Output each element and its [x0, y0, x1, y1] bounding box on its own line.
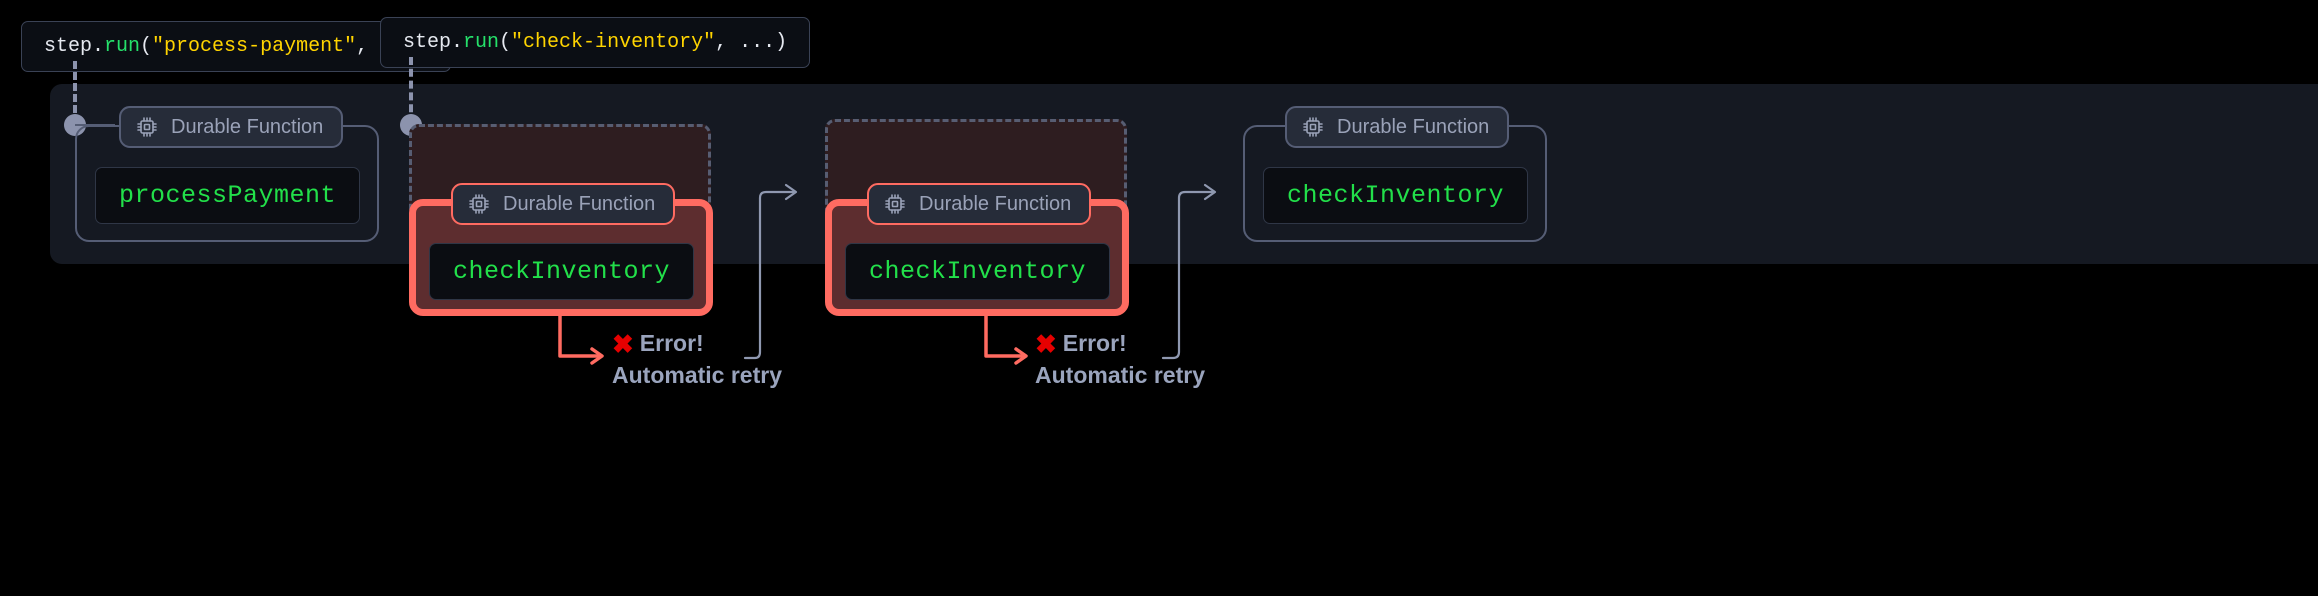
drop-line-process-payment: [73, 61, 77, 124]
error-label: Error!: [639, 330, 704, 356]
durable-function-badge-check-inventory-try-2: Durable Function: [867, 183, 1092, 225]
function-name: checkInventory: [452, 257, 671, 286]
cpu-chip-icon: [883, 192, 907, 216]
cpu-chip-icon: [467, 192, 491, 216]
retry-label: Automatic retry: [1035, 362, 1205, 388]
durable-function-badge-process-payment: Durable Function: [119, 106, 344, 148]
function-name: checkInventory: [1286, 181, 1505, 210]
cpu-chip-icon: [1301, 115, 1325, 139]
durable-function-badge-label: Durable Function: [919, 192, 1072, 215]
durable-function-badge-check-inventory-try-1: Durable Function: [451, 183, 676, 225]
error-message-1: ✖ Error! Automatic retry: [612, 330, 782, 389]
code-label-check-inventory: step.run("check-inventory", ...): [380, 17, 811, 68]
x-mark-icon: ✖: [612, 328, 634, 359]
function-code-box-check-inventory-ok: checkInventory: [1263, 167, 1528, 224]
function-code-box-process-payment: processPayment: [95, 167, 360, 224]
code-token-object: step.: [44, 35, 105, 58]
code-token-object: step.: [403, 31, 464, 54]
error-message-2: ✖ Error! Automatic retry: [1035, 330, 1205, 389]
code-token-function: run: [463, 31, 500, 54]
x-mark-icon: ✖: [1035, 328, 1057, 359]
error-label: Error!: [1062, 330, 1127, 356]
code-token-open-paren: (: [499, 31, 512, 54]
code-token-rest: , ...): [715, 31, 788, 54]
error-arrow-2-head: [1014, 347, 1028, 365]
function-name: processPayment: [118, 181, 337, 210]
function-code-box-check-inventory-try-1: checkInventory: [429, 243, 694, 300]
code-token-arg: "check-inventory": [511, 31, 716, 54]
code-token-arg: "process-payment": [152, 35, 357, 58]
workflow-panel: [50, 84, 2318, 264]
drop-line-check-inventory: [409, 57, 413, 124]
code-token-open-paren: (: [140, 35, 153, 58]
error-arrow-2: [984, 314, 1026, 358]
durable-function-badge-label: Durable Function: [503, 192, 656, 215]
cpu-chip-icon: [135, 115, 159, 139]
durable-function-badge-label: Durable Function: [171, 115, 324, 138]
error-arrow-1-head: [590, 347, 604, 365]
durable-function-badge-check-inventory-ok: Durable Function: [1285, 106, 1510, 148]
function-name: checkInventory: [868, 257, 1087, 286]
durable-function-badge-label: Durable Function: [1337, 115, 1490, 138]
code-token-function: run: [104, 35, 141, 58]
error-arrow-1: [558, 314, 602, 358]
retry-label: Automatic retry: [612, 362, 782, 388]
function-code-box-check-inventory-try-2: checkInventory: [845, 243, 1110, 300]
